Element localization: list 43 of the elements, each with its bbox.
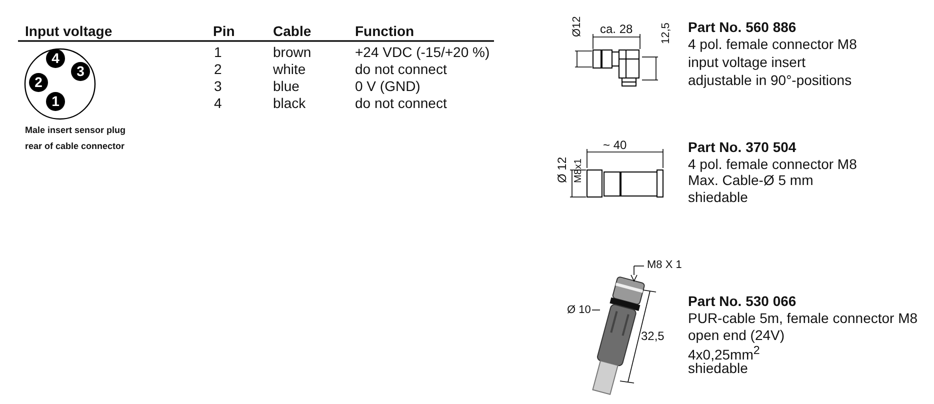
part-description: Max. Cable-Ø 5 mm xyxy=(688,173,814,188)
part-description: 4 pol. female connector M8 xyxy=(688,37,857,52)
cable-colour-cell: brown xyxy=(273,45,312,60)
pin-number: 2 xyxy=(29,73,48,92)
title: Input voltage xyxy=(25,24,112,40)
part-number: Part No. 370 504 xyxy=(688,140,796,156)
dimension-label: Ø 10 xyxy=(567,304,591,316)
part-description: open end (24V) xyxy=(688,328,785,344)
dimension-label: Ø 12 xyxy=(556,156,570,183)
part-description: shiedable xyxy=(688,190,748,206)
part-description: PUR-cable 5m, female connector M8 xyxy=(688,311,918,326)
dimension-label: 12,5 xyxy=(660,22,672,44)
caption: Male insert sensor plug rear of cable connector xyxy=(25,124,127,153)
pin-number-cell: 4 xyxy=(214,96,222,112)
part-number: Part No. 530 066 xyxy=(688,294,796,310)
part-description: input voltage insert xyxy=(688,55,806,70)
column-header: Cable xyxy=(273,24,312,40)
function-cell: 0 V (GND) xyxy=(355,79,420,94)
thread-label: M8x1 xyxy=(573,158,584,183)
dimension-label: ~ 40 xyxy=(603,139,627,152)
part-description: 4x0,25mm$^{2}$ xyxy=(688,345,760,363)
column-header: Function xyxy=(355,24,414,40)
pin-number-cell: 2 xyxy=(214,62,222,78)
dimension-label: ca. 28 xyxy=(600,23,633,36)
function-cell: do not connect xyxy=(355,96,447,112)
pin-number-cell: 1 xyxy=(214,45,222,60)
cable-colour-cell: blue xyxy=(273,79,300,94)
cable-colour-cell: black xyxy=(273,96,306,112)
column-header: Pin xyxy=(213,24,235,40)
pin-number-cell: 3 xyxy=(214,79,222,94)
dimension-label: 32,5 xyxy=(641,330,664,344)
cable-colour-cell: white xyxy=(273,62,306,78)
part-description: adjustable in 90°-positions xyxy=(688,73,852,88)
part-description: shiedable xyxy=(688,361,748,376)
part-number: Part No. 560 886 xyxy=(688,20,796,36)
pin-number: 1 xyxy=(46,92,65,111)
dimension-label: Ø12 xyxy=(571,16,584,37)
function-cell: do not connect xyxy=(355,62,447,78)
pin-number: 3 xyxy=(71,62,90,81)
part-description: 4 pol. female connector M8 xyxy=(688,157,857,172)
thread-label: M8 X 1 xyxy=(647,259,682,272)
function-cell: +24 VDC (-15/+20 %) xyxy=(355,45,490,60)
pin-number: 4 xyxy=(46,49,65,68)
